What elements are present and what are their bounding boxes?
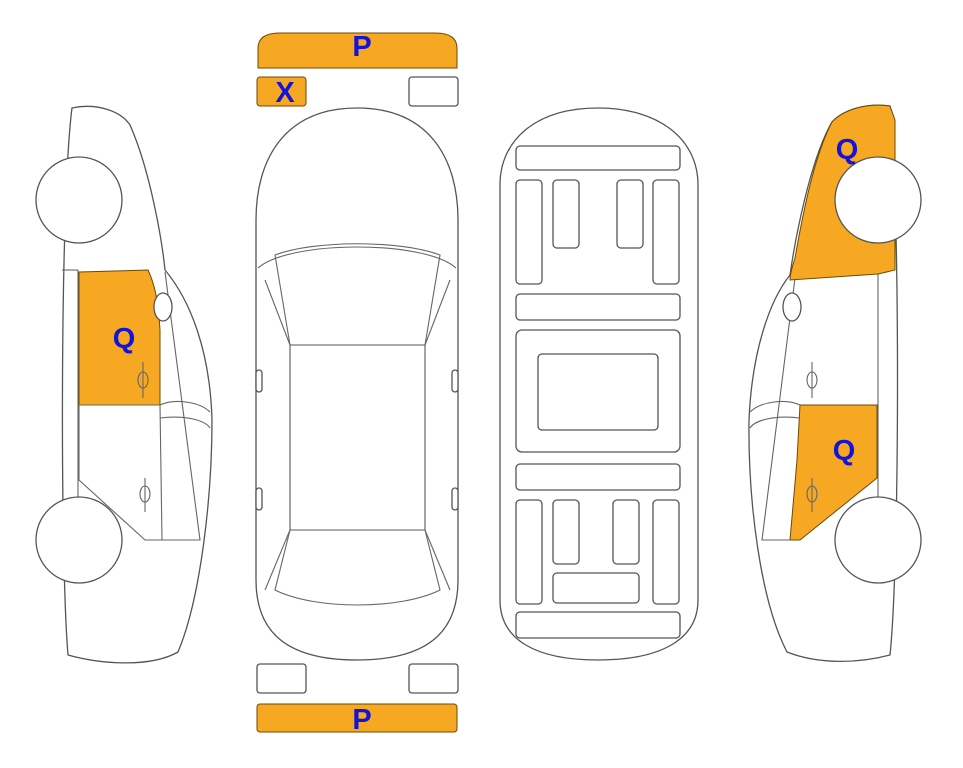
front-left-light-code: X: [275, 77, 295, 109]
left-front-door-handle: [139, 478, 151, 512]
underbody-rail-fr: [652, 179, 680, 285]
underbody-tank: [552, 572, 640, 604]
right-rear-quarter-code: Q: [836, 134, 859, 166]
top-right-mirror: [451, 369, 459, 393]
windshield-top: [257, 246, 457, 269]
front-right-light: [408, 76, 459, 107]
underbody-crossmember-2: [515, 293, 681, 321]
right-mirror: [749, 400, 801, 413]
left-mirror-line: [159, 416, 211, 429]
underbody-mount-rr: [612, 499, 640, 565]
underbody-rail-rr: [652, 499, 680, 605]
underbody-crossmember-3: [515, 463, 681, 491]
right-mirror-line: [749, 416, 801, 429]
top-left-mirror: [255, 369, 263, 393]
rear-left-light: [256, 663, 307, 694]
underbody-mount-rl: [552, 499, 580, 565]
right-front-door-handle: [806, 478, 818, 512]
left-windshield-line: [160, 271, 201, 541]
right-rear-wheel: [834, 156, 922, 244]
right-front-door-code: Q: [833, 435, 856, 467]
front-left-light-panel: [256, 76, 307, 107]
right-front-wheel: [834, 496, 922, 584]
top-view-body: [255, 107, 459, 661]
rear-right-light: [408, 663, 459, 694]
underbody-mount-fr: [616, 179, 644, 249]
rear-window: [274, 529, 441, 606]
rear-bumper-code: P: [352, 704, 371, 736]
right-side-view: Q Q: [748, 104, 922, 662]
left-rear-door-code: Q: [113, 323, 136, 355]
right-rear-door-handle: [806, 362, 818, 398]
top-left-handle: [255, 487, 263, 511]
underbody-rail-fl: [515, 179, 543, 285]
underbody-rear-crossmember: [515, 611, 681, 639]
windshield-glass: [274, 243, 441, 346]
left-side-view: Q: [35, 105, 213, 664]
underbody-mount-fl: [552, 179, 580, 249]
left-front-wheel: [35, 496, 123, 584]
left-mirror: [159, 400, 211, 413]
right-mirror-glass: [782, 292, 802, 322]
rear-bumper-panel: [256, 703, 458, 733]
left-rear-wheel: [35, 156, 123, 244]
front-bumper-panel: [257, 32, 458, 69]
underbody-center-plate: [537, 353, 659, 431]
left-pillar-line: [264, 279, 291, 591]
underbody-view: [499, 107, 699, 661]
underbody-rail-rl: [515, 499, 543, 605]
left-rear-door-handle: [137, 362, 149, 398]
top-view: P X P: [255, 31, 459, 736]
underbody-front-crossmember: [515, 145, 681, 171]
left-mirror-glass: [153, 292, 173, 322]
right-pillar-line: [424, 279, 451, 591]
top-right-handle: [451, 487, 459, 511]
left-front-door: [78, 404, 163, 541]
front-bumper-code: P: [352, 31, 371, 63]
right-windshield-line: [761, 277, 800, 541]
